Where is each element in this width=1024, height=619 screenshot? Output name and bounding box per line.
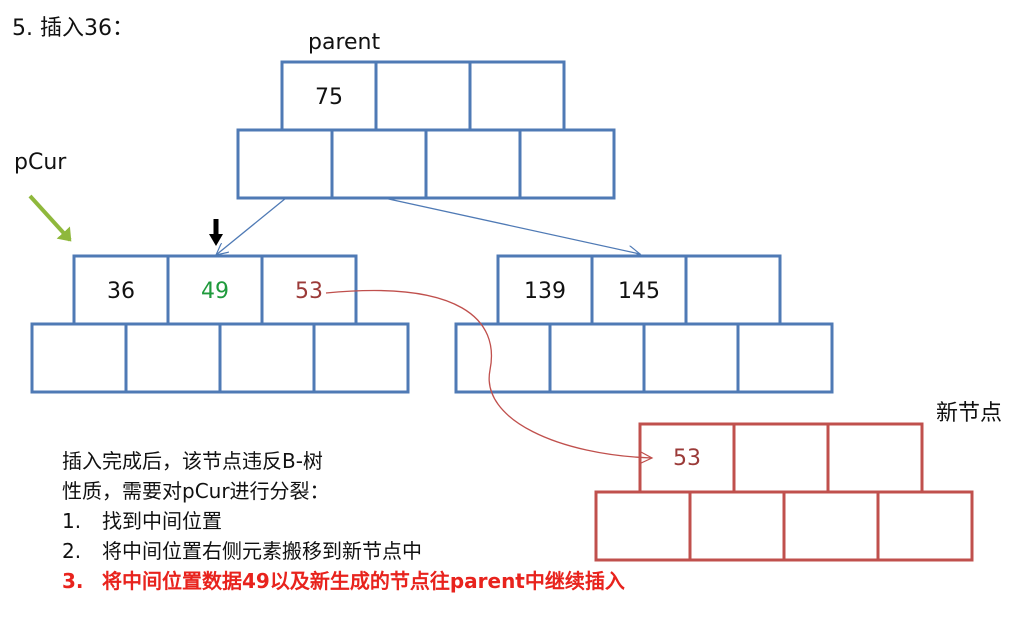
pcur-key-cell-1 <box>72 254 170 326</box>
parent-label: parent <box>308 30 380 55</box>
parent-node <box>236 60 616 200</box>
pcur-child-cell-4 <box>312 322 410 394</box>
split-notes: 插入完成后，该节点违反B-树 性质，需要对pCur进行分裂： 1.找到中间位置 … <box>62 446 625 596</box>
new-child-cell-4 <box>876 490 974 562</box>
pcur-pointer-arrow <box>28 194 72 242</box>
right-key-cell-2 <box>590 254 688 326</box>
step-3-text: 将中间位置数据49以及新生成的节点往parent中继续插入 <box>102 569 625 593</box>
pcur-child-cell-1 <box>30 322 128 394</box>
notes-step-2: 2. 将中间位置右侧元素搬移到新节点中 <box>62 536 625 566</box>
pcur-label: pCur <box>14 150 67 175</box>
step-1-text: 找到中间位置 <box>102 509 222 533</box>
notes-step-3: 3. 将中间位置数据49以及新生成的节点往parent中继续插入 <box>62 566 625 596</box>
parent-child-cell-4 <box>518 128 616 200</box>
notes-step-1: 1. 找到中间位置 <box>62 506 625 536</box>
right-node <box>454 254 834 394</box>
new-node <box>594 422 974 562</box>
pcur-key-3: 53 <box>295 279 323 304</box>
step-title: 5. 插入36： <box>12 16 134 41</box>
parent-key-1: 75 <box>315 85 343 110</box>
right-key-cell-3 <box>684 254 782 326</box>
parent-to-pcur-edge <box>216 197 287 255</box>
new-child-cell-1 <box>594 490 692 562</box>
pcur-key-cell-3 <box>260 254 358 326</box>
parent-child-cell-1 <box>236 128 334 200</box>
parent-child-cell-3 <box>424 128 522 200</box>
pcur-child-cell-3 <box>218 322 316 394</box>
pcur-key-1: 36 <box>107 279 135 304</box>
right-child-cell-4 <box>736 322 834 394</box>
step-3-number: 3. <box>62 569 84 593</box>
right-child-cell-2 <box>548 322 646 394</box>
new-child-cell-3 <box>782 490 880 562</box>
parent-to-right-edge <box>383 197 640 254</box>
new-key-cell-2 <box>732 422 830 494</box>
parent-key-cell-3 <box>468 60 566 132</box>
notes-intro-line-2: 性质，需要对pCur进行分裂： <box>62 479 330 503</box>
new-child-cell-2 <box>688 490 786 562</box>
step-1-number: 1. <box>62 509 82 533</box>
right-key-2: 145 <box>618 279 660 304</box>
new-key-cell-3 <box>826 422 924 494</box>
new-node-label: 新节点 <box>936 401 1002 426</box>
move-53-curve <box>325 289 652 458</box>
pcur-child-cell-2 <box>124 322 222 394</box>
step-2-number: 2. <box>62 539 82 563</box>
right-key-1: 139 <box>524 279 566 304</box>
middle-position-down-arrow <box>209 219 223 246</box>
parent-key-cell-2 <box>374 60 472 132</box>
step-2-text: 将中间位置右侧元素搬移到新节点中 <box>102 539 422 563</box>
right-child-cell-3 <box>642 322 740 394</box>
right-child-cell-1 <box>454 322 552 394</box>
parent-child-cell-2 <box>330 128 428 200</box>
pcur-node <box>30 254 410 394</box>
notes-intro-line-1: 插入完成后，该节点违反B-树 <box>62 449 323 473</box>
pcur-key-2: 49 <box>201 279 229 304</box>
new-key-1: 53 <box>673 446 701 471</box>
